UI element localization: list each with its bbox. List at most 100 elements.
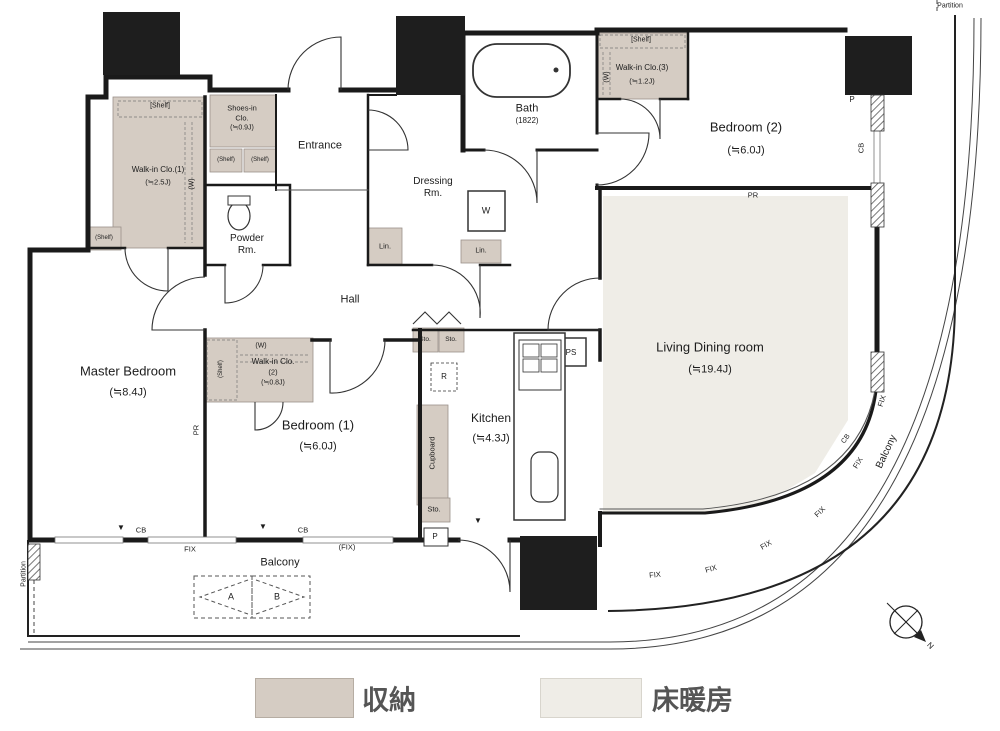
linen-closet-2 bbox=[460, 239, 502, 264]
fixture-outlines bbox=[227, 43, 587, 547]
hanger-label-2: (W) bbox=[603, 71, 611, 83]
wic3-size: (≒1.2J) bbox=[629, 76, 655, 86]
window-segments bbox=[54, 111, 881, 544]
storage-box-1 bbox=[412, 327, 439, 353]
master-door bbox=[151, 276, 206, 331]
pipe-box bbox=[423, 527, 449, 547]
escape-hatch-a-box bbox=[193, 575, 253, 619]
escape-hatches bbox=[193, 575, 311, 619]
washer-space bbox=[467, 190, 506, 232]
master-bedroom-size: (≒8.4J) bbox=[109, 386, 147, 399]
cupboard-area bbox=[416, 404, 449, 506]
entrance-door bbox=[287, 36, 342, 91]
living-dining-door bbox=[547, 277, 601, 331]
balcony-bottom-label: Balcony bbox=[260, 556, 300, 569]
shoes-closet-label-2: Clo. bbox=[235, 113, 249, 123]
wic2-area bbox=[204, 337, 314, 403]
shelf-label-3: (Shelf) bbox=[95, 235, 113, 241]
hanger-label-1: (W) bbox=[188, 178, 196, 190]
kitchen-size: (≒4.3J) bbox=[472, 432, 510, 445]
escape-hatch-b-box bbox=[251, 575, 311, 619]
cb-label-1: CB bbox=[856, 142, 866, 154]
legend-heating-label: 床暖房 bbox=[652, 685, 733, 716]
kitchen-balcony-door bbox=[457, 539, 511, 593]
powder-label-2: Rm. bbox=[237, 245, 257, 256]
storage-label-1: Sto. bbox=[419, 335, 431, 343]
core-top-left bbox=[103, 12, 180, 75]
shelf-bracket-label-2: [Shelf] bbox=[631, 36, 651, 44]
legend-storage-label: 収納 bbox=[362, 685, 416, 716]
wic2-size: (≒0.8J) bbox=[261, 379, 285, 387]
pipe-label-1: P bbox=[432, 532, 438, 541]
core-top-right bbox=[845, 36, 912, 95]
storage-label-3: Sto. bbox=[427, 504, 441, 514]
master-bedroom-label: Master Bedroom bbox=[79, 363, 177, 379]
hall-label: Hall bbox=[340, 293, 360, 306]
structural-cores bbox=[103, 12, 912, 610]
wic1-door bbox=[124, 247, 169, 292]
bath-door bbox=[483, 149, 538, 204]
shoes-closet-area bbox=[209, 94, 277, 148]
powder-door bbox=[224, 264, 264, 304]
wic2-door bbox=[254, 401, 284, 431]
core-top-middle bbox=[396, 16, 465, 95]
pipe-space-label: PS bbox=[565, 348, 577, 357]
shoes-closet-label-1: Shoes-in bbox=[227, 103, 257, 113]
bedroom2-door bbox=[596, 132, 650, 186]
wic3-label: Walk-in Clo.(3) bbox=[615, 63, 669, 72]
cupboard-label: Cupboard bbox=[427, 436, 437, 470]
wic2-label-1: Walk-in Clo. bbox=[251, 357, 295, 366]
powder-label-1: Powder bbox=[230, 233, 264, 244]
vent-marker-1: ▼ bbox=[117, 523, 125, 532]
shelf-bracket-label-1: [Shelf] bbox=[150, 102, 170, 110]
storage-box-3 bbox=[418, 497, 451, 523]
cb-label-2: CB bbox=[135, 525, 147, 535]
cb-label-3: CB bbox=[297, 525, 309, 535]
bath-size: (1822) bbox=[515, 116, 539, 125]
shoes-closet-size: (≒0.9J) bbox=[230, 124, 254, 132]
living-dining-size: (≒19.4J) bbox=[688, 363, 732, 376]
legend-heating-swatch bbox=[540, 678, 642, 718]
balcony-rail-right bbox=[607, 15, 956, 612]
entrance-label: Entrance bbox=[297, 139, 343, 152]
escape-hatch-b-triangle bbox=[255, 579, 306, 615]
toilet bbox=[227, 201, 251, 231]
vent-marker-2: ▼ bbox=[259, 522, 267, 531]
linen-label-1: Lin. bbox=[378, 241, 392, 251]
wic1-size: (≒2.5J) bbox=[145, 177, 171, 187]
walls bbox=[27, 27, 880, 547]
dressing-label-2: Rm. bbox=[423, 188, 443, 199]
site-boundary bbox=[20, 17, 982, 650]
bath-label: Bath bbox=[515, 102, 539, 115]
partition-label-2: Partition bbox=[20, 561, 28, 587]
living-dining-label: Living Dining room bbox=[656, 339, 764, 355]
pipe-label-2: P bbox=[849, 95, 855, 104]
bedroom1-door bbox=[329, 339, 386, 394]
legend-storage-swatch bbox=[255, 678, 354, 718]
pipe-rack-label-1: PR bbox=[747, 190, 759, 200]
dressing-label-1: Dressing bbox=[413, 176, 453, 187]
washer-label: W bbox=[481, 205, 491, 216]
linen-closet-1 bbox=[367, 227, 403, 265]
bath-faucet bbox=[553, 67, 559, 73]
storage-box-2 bbox=[438, 327, 465, 353]
bedroom1-label: Bedroom (1) bbox=[281, 417, 355, 433]
wic3-door bbox=[619, 98, 661, 140]
core-bottom bbox=[520, 536, 597, 610]
storage-label-2: Sto. bbox=[445, 335, 457, 343]
balcony-rail-bottom bbox=[27, 540, 520, 637]
bathtub bbox=[472, 43, 571, 98]
escape-hatch-b-label: B bbox=[273, 591, 281, 602]
escape-hatch-a-label: A bbox=[227, 591, 235, 602]
bifold-door bbox=[412, 311, 462, 325]
shelf-label-1: (Shelf) bbox=[217, 157, 235, 163]
hanger-label-3: (W) bbox=[255, 342, 267, 350]
floor-heating-area bbox=[603, 196, 848, 513]
fix-paren-label: (FIX) bbox=[338, 542, 356, 552]
shelf-label-4: (Shelf) bbox=[218, 360, 224, 378]
wic1-label: Walk-in Clo.(1) bbox=[131, 165, 185, 174]
bedroom2-label: Bedroom (2) bbox=[709, 119, 783, 135]
refrigerator-space bbox=[430, 362, 458, 392]
